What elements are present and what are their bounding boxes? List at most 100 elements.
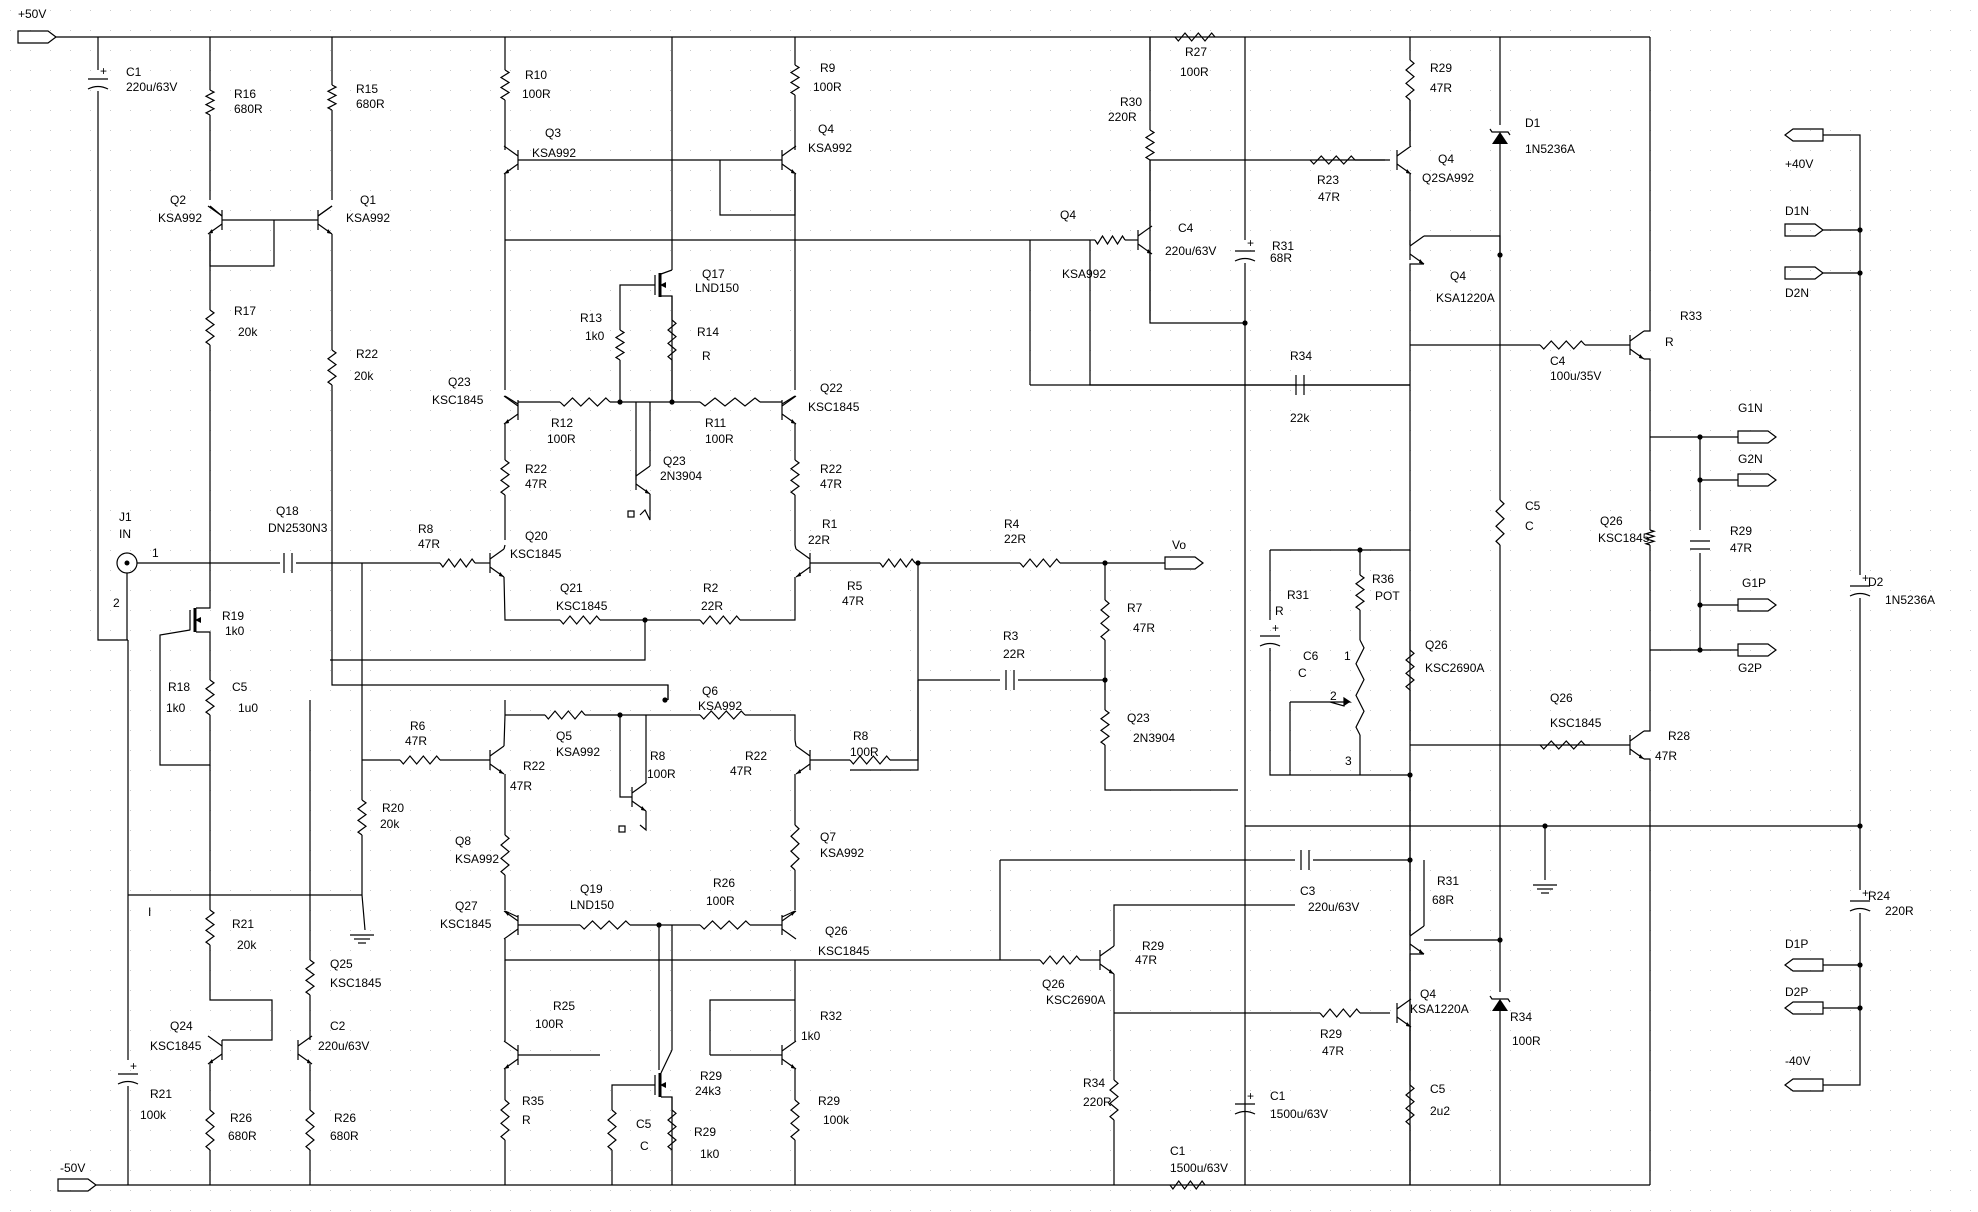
part-value: LND150	[695, 281, 739, 295]
fet-arrow	[195, 617, 201, 623]
part-ref: R30	[1120, 95, 1142, 109]
part-ref: R31	[1287, 588, 1309, 602]
jack-pin: 2	[113, 596, 120, 610]
test-point	[627, 510, 635, 518]
part-value: 100R	[813, 80, 842, 94]
part-ref: R22	[356, 347, 378, 361]
part-ref: R27	[1185, 45, 1207, 59]
part-value: 220R	[1885, 904, 1914, 918]
part-ref: Q18	[276, 504, 299, 518]
part-ref: Q23	[663, 454, 686, 468]
resistor	[205, 1109, 215, 1151]
part-value: 220u/63V	[126, 80, 177, 94]
part-ref: R25	[553, 999, 575, 1013]
part-value: KSC1845	[150, 1039, 202, 1053]
resistor	[1495, 499, 1505, 546]
part-ref: Q7	[820, 830, 836, 844]
part-value: 220R	[1108, 110, 1137, 124]
part-ref: R22	[820, 462, 842, 476]
jack-name: IN	[119, 527, 131, 541]
resistor	[699, 615, 741, 625]
junction-dot	[1857, 1005, 1863, 1011]
part-ref: Q23	[448, 375, 471, 389]
polarity-mark: +	[100, 64, 107, 78]
wire	[794, 739, 797, 747]
resistor	[544, 710, 586, 720]
part-value: KSA1220A	[1436, 291, 1495, 305]
pot-pin: 1	[1344, 649, 1351, 663]
zener-diode	[1489, 128, 1511, 136]
capacitor-plate	[1259, 642, 1281, 647]
resistor	[326, 84, 338, 111]
bjt-lead	[781, 928, 797, 940]
part-ref: Q24	[170, 1019, 193, 1033]
part-ref: Q26	[825, 924, 848, 938]
part-value: 220u/63V	[1308, 900, 1359, 914]
part-value: 22R	[1003, 647, 1025, 661]
part-ref: Q4	[818, 122, 834, 136]
bjt-lead	[1409, 235, 1425, 247]
part-value: 100R	[535, 1017, 564, 1031]
junction-dot	[1857, 270, 1863, 276]
polarity-mark: +	[1862, 571, 1869, 585]
bjt-lead	[781, 395, 797, 407]
bjt-arrow	[1147, 249, 1152, 254]
part-ref: R26	[230, 1111, 252, 1125]
part-ref: Q8	[455, 834, 471, 848]
junction-dot	[1857, 962, 1863, 968]
part-value: 47R	[525, 477, 547, 491]
wire	[619, 715, 632, 798]
part-value: R	[1665, 335, 1674, 349]
port-label: D2N	[1785, 286, 1809, 300]
part-ref: R8	[418, 522, 434, 536]
port-flag	[17, 30, 57, 44]
part-value: 1500u/63V	[1270, 1107, 1328, 1121]
bjt-arrow	[1419, 949, 1424, 954]
part-ref: R31	[1437, 874, 1459, 888]
bjt-arrow	[208, 1059, 213, 1064]
part-ref: R17	[234, 304, 256, 318]
junction-dot	[1857, 227, 1863, 233]
part-ref: R34	[1510, 1010, 1532, 1024]
part-ref: R34	[1290, 349, 1312, 363]
part-ref: R8	[650, 749, 666, 763]
wire	[890, 680, 919, 761]
part-ref: Q6	[702, 684, 718, 698]
part-ref: C5	[1430, 1082, 1446, 1096]
part-ref: Q4	[1420, 987, 1436, 1001]
part-value: LND150	[570, 898, 614, 912]
part-value: 100R	[647, 767, 676, 781]
resistor	[1539, 340, 1586, 350]
resistor	[559, 615, 601, 625]
wire	[781, 395, 796, 405]
wire	[1113, 904, 1295, 946]
bjt-lead	[781, 1040, 797, 1052]
part-value: C	[1525, 519, 1534, 533]
port-label: G1P	[1742, 576, 1766, 590]
part-ref: R4	[1004, 517, 1020, 531]
part-ref: C2	[330, 1019, 346, 1033]
bjt-arrow	[504, 1064, 509, 1069]
part-ref: R16	[234, 87, 256, 101]
part-value: 100R	[1512, 1034, 1541, 1048]
bjt-lead	[1396, 145, 1412, 157]
resistor	[500, 1099, 510, 1141]
part-value: 100R	[850, 745, 879, 759]
polarity-mark: +	[1862, 886, 1869, 900]
resistor	[614, 329, 626, 361]
part-value: 47R	[1730, 541, 1752, 555]
part-value: 47R	[1430, 81, 1452, 95]
zener-diode	[1492, 999, 1508, 1011]
part-value: KSC1845	[1598, 531, 1650, 545]
part-value: KSA992	[158, 211, 202, 225]
part-ref: R35	[522, 1094, 544, 1108]
part-ref: R23	[1317, 173, 1339, 187]
wire	[794, 544, 797, 550]
part-value: KSA992	[808, 141, 852, 155]
resistor	[879, 557, 916, 569]
part-value: 22k	[1290, 411, 1310, 425]
part-ref: C1	[1170, 1144, 1186, 1158]
part-ref: R8	[853, 729, 869, 743]
input-jack[interactable]	[116, 552, 138, 574]
resistor	[1355, 639, 1365, 736]
